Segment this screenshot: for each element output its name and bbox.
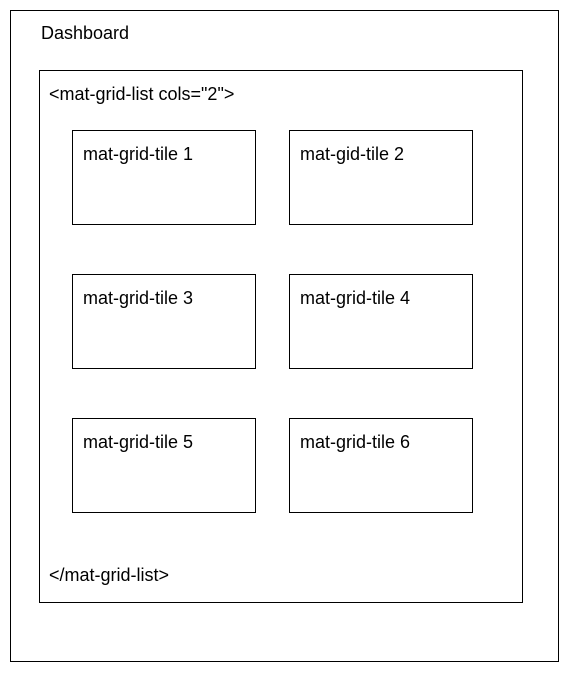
grid-tile-4: mat-grid-tile 4: [289, 274, 473, 369]
grid-tile-2: mat-gid-tile 2: [289, 130, 473, 225]
grid-tile-label: mat-grid-tile 5: [83, 432, 194, 452]
grid-tile-label: mat-grid-tile 3: [83, 288, 194, 308]
grid-list-close-tag: </mat-grid-list>: [49, 565, 170, 585]
grid-tile-6: mat-grid-tile 6: [289, 418, 473, 513]
dashboard-frame: [10, 10, 559, 662]
grid-tile-1: mat-grid-tile 1: [72, 130, 256, 225]
grid-tile-label: mat-grid-tile 6: [300, 432, 411, 452]
grid-tile-label: mat-grid-tile 1: [83, 144, 194, 164]
dashboard-title: Dashboard: [41, 23, 130, 43]
grid-tile-label: mat-gid-tile 2: [300, 144, 405, 164]
grid-tile-3: mat-grid-tile 3: [72, 274, 256, 369]
grid-tile-5: mat-grid-tile 5: [72, 418, 256, 513]
grid-tile-label: mat-grid-tile 4: [300, 288, 411, 308]
grid-list-frame: [39, 70, 523, 603]
grid-list-open-tag: <mat-grid-list cols="2">: [49, 84, 235, 104]
